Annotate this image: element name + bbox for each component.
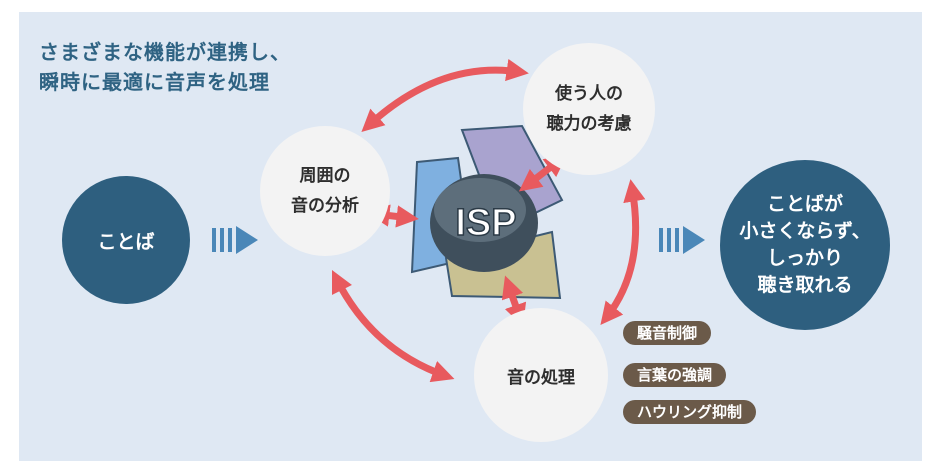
node-surrounding-analysis: 周囲の 音の分析	[260, 126, 390, 256]
output-node: ことばが 小さくならず、 しっかり 聴き取れる	[720, 160, 890, 330]
output-chevron-icon	[659, 226, 705, 254]
arrow-surrounding-user	[361, 58, 529, 133]
tag-speech-emphasis: 言葉の強調	[623, 363, 727, 387]
tag-noise-control: 騒音制御	[623, 321, 712, 345]
output-node-label: ことばが 小さくならず、 しっかり 聴き取れる	[739, 193, 871, 296]
tag-howling-suppression: ハウリング抑制	[623, 400, 757, 424]
heading-line-1: さまざまな機能が連携し、	[39, 40, 291, 64]
isp-fan-graphic	[410, 124, 564, 300]
node-sound-processing: 音の処理	[474, 308, 608, 442]
heading-line-2: 瞬時に最適に音声を処理	[39, 70, 270, 94]
arrow-surrounding-processing	[331, 269, 455, 383]
arrow-user-processing	[600, 179, 646, 325]
isp-label: ISP	[455, 202, 516, 244]
heading: さまざまな機能が連携し、 瞬時に最適に音声を処理	[39, 37, 291, 97]
node-surrounding-label: 周囲の 音の分析	[291, 166, 359, 216]
input-chevron-icon	[212, 226, 258, 254]
node-user-label: 使う人の 聴力の考慮	[546, 84, 632, 134]
node-user-hearing: 使う人の 聴力の考慮	[523, 43, 655, 175]
input-node-label: ことば	[97, 230, 155, 253]
input-node: ことば	[62, 176, 190, 304]
node-processing-label: 音の処理	[507, 367, 575, 388]
